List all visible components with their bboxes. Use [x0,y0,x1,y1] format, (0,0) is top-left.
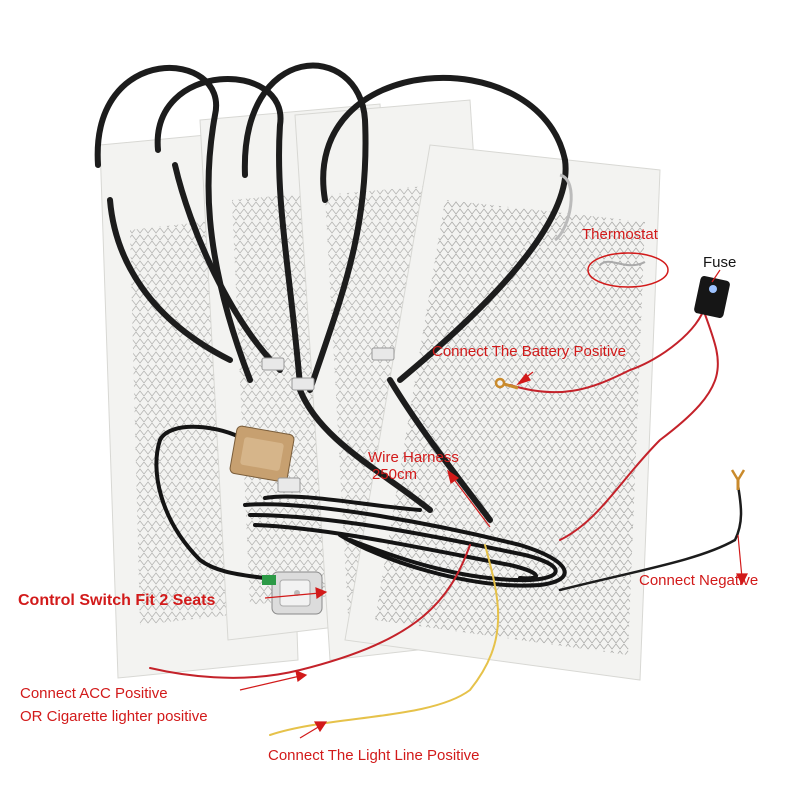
callout-arrows [239,269,748,739]
thermostat-element [554,173,669,288]
wire-harness-label: Wire Harness [368,449,459,466]
lead-wires [149,299,743,736]
fuse-label: Fuse [703,254,737,271]
wire-harness-bundle [154,424,567,588]
heating-pad-4 [344,144,661,681]
pad-cables [94,62,569,523]
battery-positive-label: Connect The Battery Positive [432,343,626,360]
relay [229,425,301,493]
wire-length-label: 250cm [372,466,418,483]
fuse-holder [694,276,730,318]
fork-terminal [730,469,746,490]
pad-connectors [261,347,395,391]
ring-terminal [494,377,519,390]
cigarette-positive-label: OR Cigarette lighter positive [20,708,208,725]
thermostat-label: Thermostat [582,226,658,243]
control-switch [262,571,323,615]
control-switch-label: Control Switch Fit 2 Seats [18,592,216,609]
negative-label: Connect Negative [639,572,759,589]
acc-positive-label: Connect ACC Positive [20,685,168,702]
light-line-positive-label: Connect The Light Line Positive [268,747,480,764]
